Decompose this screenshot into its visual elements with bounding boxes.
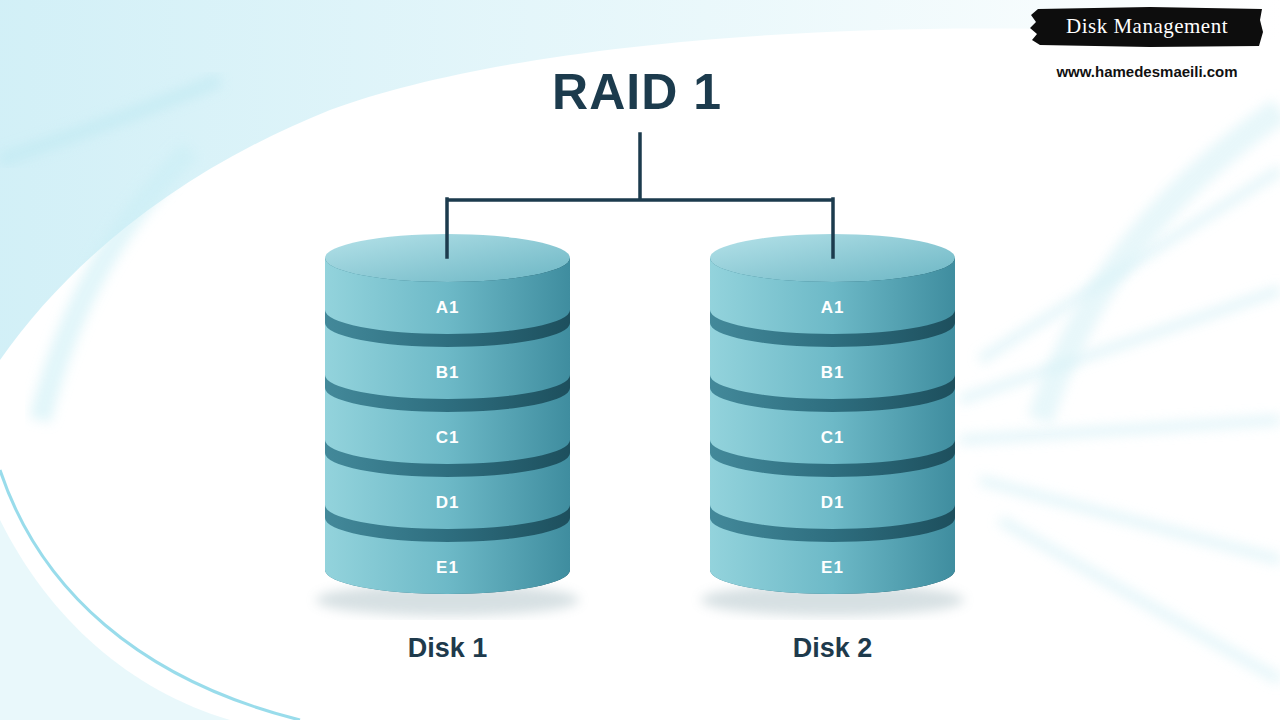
data-block: A1 [325, 258, 570, 334]
band-fill [325, 388, 570, 464]
block-label: D1 [821, 493, 845, 513]
band-fill [710, 323, 955, 399]
banner-title: Disk Management [1066, 14, 1228, 39]
block-label: C1 [436, 428, 460, 448]
brush-fill [1030, 7, 1263, 47]
band-fill [325, 453, 570, 529]
data-block: D1 [710, 453, 955, 529]
platter-band [325, 518, 570, 594]
data-block: B1 [325, 323, 570, 399]
disk-label: Disk 1 [325, 632, 570, 664]
disk-label: Disk 2 [710, 632, 955, 664]
disk-drive: Disk 1 A1B1C1D1E1 [325, 230, 570, 670]
platter-band [325, 453, 570, 529]
platter-band [325, 323, 570, 399]
data-block: A1 [710, 258, 955, 334]
block-label: B1 [821, 363, 845, 383]
data-block: E1 [325, 518, 570, 594]
cylinder-body [325, 258, 570, 594]
block-label: D1 [436, 493, 460, 513]
cylinder-cap [325, 234, 570, 282]
site-banner: Disk Management [1030, 6, 1264, 48]
block-label: E1 [821, 558, 844, 578]
block-label: C1 [821, 428, 845, 448]
brush-fill [1022, 52, 1271, 92]
block-label: B1 [436, 363, 460, 383]
platter-band [710, 323, 955, 399]
band-fill [710, 453, 955, 529]
platter-band [710, 518, 955, 594]
data-block: C1 [325, 388, 570, 464]
band-fill [710, 388, 955, 464]
band-fill [325, 258, 570, 334]
site-url-strip: www.hamedesmaeili.com [1022, 50, 1272, 94]
data-block: E1 [710, 518, 955, 594]
data-block: D1 [325, 453, 570, 529]
block-label: E1 [436, 558, 459, 578]
platter-band [710, 258, 955, 334]
platter-band [325, 258, 570, 334]
block-label: A1 [821, 298, 845, 318]
cylinder-cap [710, 234, 955, 282]
disk-drive: Disk 2 A1B1C1D1E1 [710, 230, 955, 670]
bracket-line [447, 134, 833, 257]
band-fill [325, 518, 570, 594]
band-fill [325, 323, 570, 399]
platter-band [710, 453, 955, 529]
platter-band [710, 388, 955, 464]
data-block: B1 [710, 323, 955, 399]
block-label: A1 [436, 298, 460, 318]
cylinder-body [710, 258, 955, 594]
band-fill [710, 258, 955, 334]
platter-band [325, 388, 570, 464]
data-block: C1 [710, 388, 955, 464]
diagram-title: RAID 1 [437, 62, 837, 122]
band-fill [710, 518, 955, 594]
site-url: www.hamedesmaeili.com [1056, 63, 1237, 81]
